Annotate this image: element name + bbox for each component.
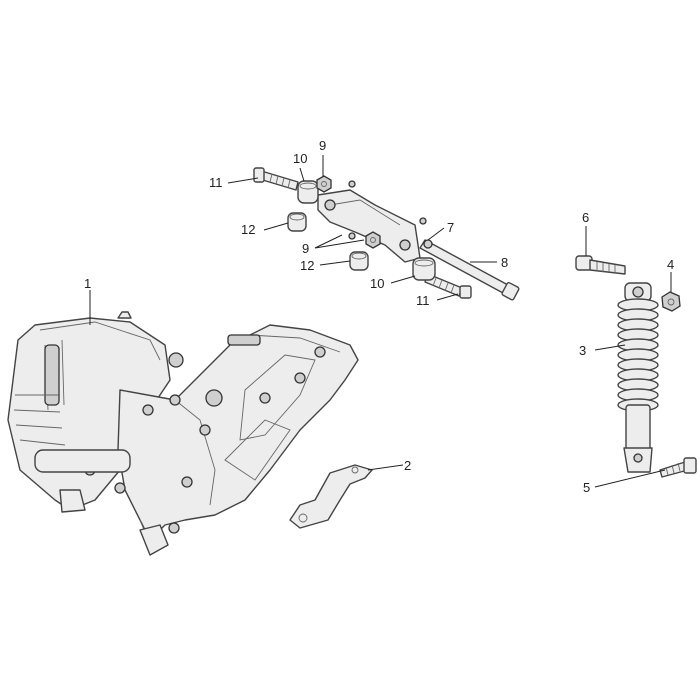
callout-11-top: 11 <box>209 175 223 190</box>
leader-lines <box>89 155 672 488</box>
callout-9-mid: 9 <box>302 241 310 256</box>
bushing-10-lower <box>412 257 436 281</box>
callout-1: 1 <box>84 276 92 291</box>
callout-6: 6 <box>582 210 590 225</box>
bushing-12-upper <box>287 212 307 232</box>
callout-4: 4 <box>667 257 675 272</box>
bushing-12-lower <box>349 251 369 271</box>
callout-9-top: 9 <box>319 138 327 153</box>
callout-12-bottom: 12 <box>300 258 315 273</box>
callout-11-bottom: 11 <box>416 293 430 308</box>
callout-10-bottom: 10 <box>370 276 385 291</box>
washer-7 <box>348 180 433 249</box>
bushing-10-upper <box>297 180 319 204</box>
callout-12-top: 12 <box>241 222 256 237</box>
shock-spring <box>617 298 659 412</box>
bolt-11-upper <box>253 167 299 191</box>
nut-9-upper <box>316 175 332 193</box>
callout-8: 8 <box>501 255 509 270</box>
bolt-6 <box>575 255 626 275</box>
callout-3: 3 <box>579 343 587 358</box>
nut-4 <box>661 291 681 312</box>
callout-2: 2 <box>404 458 412 473</box>
shock-absorber <box>617 282 659 473</box>
callout-5: 5 <box>583 480 591 495</box>
nut-9-lower <box>365 231 381 249</box>
engine-mount-link <box>317 189 520 301</box>
engine-crankcase <box>7 311 359 556</box>
bracket-part <box>289 464 373 529</box>
callout-7: 7 <box>447 220 455 235</box>
bolt-5 <box>659 457 697 478</box>
callout-10-top: 10 <box>293 151 308 166</box>
